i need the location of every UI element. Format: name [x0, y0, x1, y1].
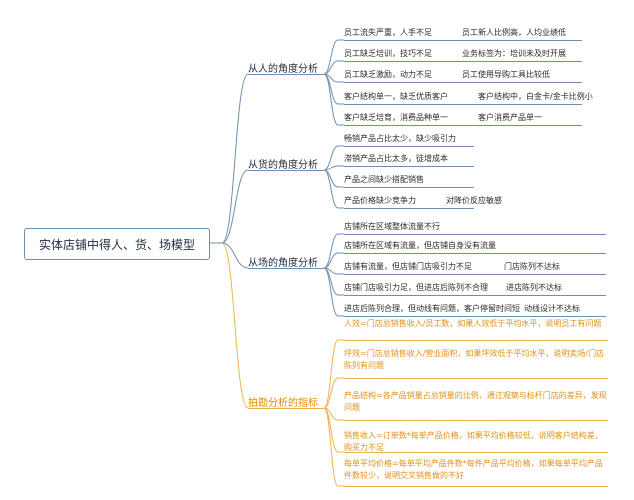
leaf-underline [344, 82, 582, 83]
leaf-underline [344, 208, 474, 209]
leaf-underline [344, 378, 608, 379]
leaf-text: 客户缺乏培育，消费品种单一 [344, 113, 448, 122]
leaf-node[interactable]: 坪效=门店总销售收入/营业面积，如果坪效低于平均水平，说明卖场/门店陈列有问题 [344, 348, 608, 372]
branch-label[interactable]: 拍勘分析的指标 [248, 398, 318, 409]
branch-underline [248, 268, 324, 269]
branch-underline [248, 170, 324, 171]
leaf-text: 员工缺乏培训，技巧不足 [344, 49, 432, 58]
leaf-connector [323, 407, 339, 487]
leaf-underline [344, 166, 474, 167]
leaf-text: 进店后陈列合理，但动线有问题，客户停留时间短 [344, 304, 520, 313]
leaf-underline [344, 104, 582, 105]
leaf-underline [344, 452, 608, 453]
leaf-text: 销售收入=订单数*每单产品价格，如果平均价格较低，说明客户结构差，购买力不足 [344, 431, 603, 452]
leaf-node[interactable]: 人效=门店总销售收入/员工数，如果人效低于平均水平，说明员工有问题 [344, 318, 608, 330]
leaf-underline [344, 187, 474, 188]
leaf-underline [344, 125, 582, 126]
leaf-connector [323, 252, 339, 269]
branch-underline [248, 74, 324, 75]
leaf-underline [344, 146, 474, 147]
leaf-node[interactable]: 员工流失严重，人手不足 员工新人比例高，人均业绩低 [344, 27, 566, 39]
leaf-subtext: 动线设计不达标 [524, 304, 580, 313]
leaf-node[interactable]: 店铺所在区域整体流量不行 [344, 221, 440, 233]
root-node[interactable]: 实体店铺中得人、货、场模型 [24, 228, 210, 260]
leaf-connector [323, 39, 339, 75]
leaf-node[interactable]: 滞销产品占比太多，徒增成本 [344, 153, 448, 165]
branch-underline [248, 408, 324, 409]
leaf-node[interactable]: 客户结构单一，缺乏优质客户 客户结构中，白金卡/金卡比例小 [344, 91, 593, 103]
leaf-node[interactable]: 每单平均价格=每单平均产品件数*每件产品平均价格，如果每单平均产品件数较少，说明… [344, 458, 608, 482]
leaf-connector [323, 165, 339, 171]
leaf-node[interactable]: 畅销产品占比太少，缺少吸引力 [344, 133, 456, 145]
leaf-text: 每单平均价格=每单平均产品件数*每件产品平均价格，如果每单平均产品件数较少，说明… [344, 459, 603, 480]
leaf-subtext: 员工使用导购工具比较低 [462, 70, 550, 79]
leaf-connector [323, 233, 339, 269]
leaf-subtext: 客户消费产品单一 [478, 113, 542, 122]
leaf-connector [323, 73, 339, 126]
leaf-node[interactable]: 员工缺乏培训，技巧不足 业务标签为：培训未及时开展 [344, 48, 566, 60]
leaf-underline [344, 234, 606, 235]
leaf-text: 员工流失严重，人手不足 [344, 28, 432, 37]
leaf-text: 产品价格缺少竞争力 [344, 196, 416, 205]
leaf-underline [344, 486, 608, 487]
leaf-node[interactable]: 产品价格缺少竞争力 对降价反应敏感 [344, 195, 502, 207]
branch-label[interactable]: 从货的角度分析 [248, 160, 318, 171]
branch-connector [221, 242, 249, 409]
leaf-underline [344, 295, 606, 296]
leaf-text: 畅销产品占比太少，缺少吸引力 [344, 134, 456, 143]
leaf-text: 产品之间缺少搭配销售 [344, 175, 424, 184]
leaf-text: 员工缺乏激励，动力不足 [344, 70, 432, 79]
root-title: 实体店铺中得人、货、场模型 [38, 237, 195, 252]
leaf-node[interactable]: 进店后陈列合理，但动线有问题，客户停留时间短动线设计不达标 [344, 303, 580, 315]
leaf-connector [323, 267, 339, 317]
leaf-subtext: 业务标签为：培训未及时开展 [462, 49, 566, 58]
leaf-subtext: 门店陈列不达标 [504, 262, 560, 271]
leaf-text: 坪效=门店总销售收入/营业面积，如果坪效低于平均水平，说明卖场/门店陈列有问题 [344, 349, 605, 370]
leaf-connector [323, 145, 339, 171]
leaf-node[interactable]: 店铺有流量，但店铺门店吸引力不足 门店陈列不达标 [344, 261, 560, 273]
leaf-underline [344, 61, 582, 62]
branch-label[interactable]: 从人的角度分析 [248, 64, 318, 75]
leaf-node[interactable]: 客户缺乏培育，消费品种单一 客户消费产品单一 [344, 112, 542, 124]
leaf-underline [344, 274, 606, 275]
leaf-node[interactable]: 员工缺乏激励，动力不足 员工使用导购工具比较低 [344, 69, 550, 81]
leaf-text: 人效=门店总销售收入/员工数，如果人效低于平均水平，说明员工有问题 [344, 319, 602, 328]
leaf-connector [323, 339, 339, 409]
leaf-text: 店铺所在区域整体流量不行 [344, 222, 440, 231]
leaf-connector [323, 377, 339, 409]
leaf-subtext: 员工新人比例高，人均业绩低 [462, 28, 566, 37]
leaf-underline [344, 316, 606, 317]
leaf-node[interactable]: 销售收入=订单数*每单产品价格，如果平均价格较低，说明客户结构差，购买力不足 [344, 430, 608, 454]
leaf-connector [323, 169, 339, 209]
branch-label[interactable]: 从场的角度分析 [248, 258, 318, 269]
leaf-node[interactable]: 产品之间缺少搭配销售 [344, 174, 424, 186]
leaf-text: 滞销产品占比太多，徒增成本 [344, 154, 448, 163]
leaf-text: 店铺门店吸引力足，但进店后陈列不合理 [344, 283, 488, 292]
leaf-text: 店铺有流量，但店铺门店吸引力不足 [344, 262, 472, 271]
leaf-text: 客户结构单一，缺乏优质客户 [344, 92, 448, 101]
leaf-node[interactable]: 产品结构=各产品销量占总销量的比例，通过观察与标杆门店的差异，发现问题 [344, 390, 608, 414]
leaf-underline [344, 40, 582, 41]
leaf-node[interactable]: 店铺所在区域有流量，但店铺自身没有流量 [344, 240, 496, 252]
branch-connector [221, 73, 249, 244]
branch-connector [221, 242, 249, 269]
leaf-subtext: 进店陈列不达标 [506, 283, 562, 292]
leaf-text: 店铺所在区域有流量，但店铺自身没有流量 [344, 241, 496, 250]
leaf-subtext: 客户结构中，白金卡/金卡比例小 [478, 92, 593, 101]
leaf-connector [323, 60, 339, 75]
leaf-underline [344, 253, 606, 254]
leaf-underline [344, 420, 608, 421]
leaf-node[interactable]: 店铺门店吸引力足，但进店后陈列不合理 进店陈列不达标 [344, 282, 562, 294]
leaf-subtext: 对降价反应敏感 [446, 196, 502, 205]
branch-connector [221, 169, 249, 244]
leaf-underline [344, 340, 608, 341]
leaf-text: 产品结构=各产品销量占总销量的比例，通过观察与标杆门店的差异，发现问题 [344, 391, 607, 412]
